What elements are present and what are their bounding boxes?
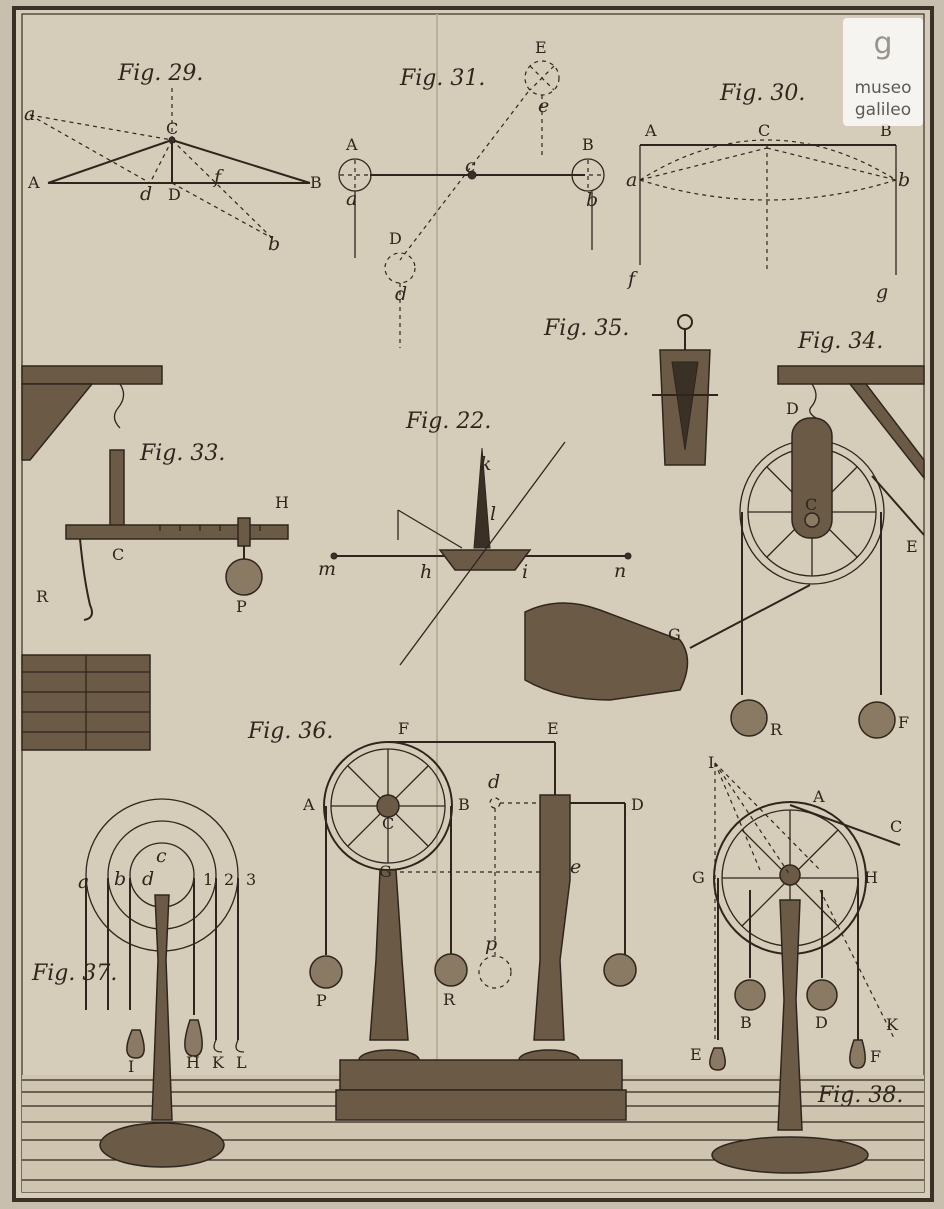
fig38-label-K: K: [886, 1015, 899, 1034]
fig38-label-E: E: [690, 1045, 702, 1064]
fig37-label-K: K: [212, 1053, 225, 1072]
fig31-label-a: a: [346, 188, 357, 210]
fig38-label-D: D: [815, 1013, 828, 1032]
fig31-label-d: d: [395, 283, 407, 305]
fig34-label-R: R: [770, 720, 783, 739]
fig22-label-k: k: [480, 453, 492, 475]
fig31-label-b: b: [586, 189, 598, 211]
fig33-label-P: P: [236, 597, 247, 616]
fig34-label-E: E: [906, 537, 918, 556]
fig31-label-e: e: [538, 95, 549, 117]
fig30-title: Fig. 30.: [719, 81, 805, 106]
fig33-label-H: H: [275, 493, 289, 512]
fig31-label-B: B: [582, 135, 594, 154]
fig30-label-g: g: [876, 281, 888, 303]
fig29-label-D: D: [168, 185, 181, 204]
fig22-label-m: m: [318, 558, 336, 580]
fig30-label-C: C: [758, 121, 770, 140]
fig33-title: Fig. 33.: [139, 441, 225, 466]
watermark-line-2: galileo: [854, 100, 912, 120]
museo-galileo-watermark: g museo galileo: [843, 18, 923, 126]
fig36-label-B: B: [458, 795, 470, 814]
figure-30: Fig. 30. A C B a b f g: [626, 81, 910, 303]
fig37-label-3: 3: [246, 870, 256, 889]
fig37-label-1: 1: [203, 870, 213, 889]
fig29-label-C: C: [166, 119, 178, 138]
figure-34: Fig. 34. D C E G R F: [524, 329, 925, 739]
fig29-label-f: f: [212, 166, 224, 188]
fig34-label-F: F: [898, 713, 909, 732]
fig31-label-D: D: [389, 229, 402, 248]
fig38-label-A: A: [812, 787, 825, 806]
fig37-label-a: a: [78, 871, 89, 893]
fig29-label-b: b: [268, 233, 280, 255]
fig37-label-2: 2: [224, 870, 234, 889]
fig36-label-D: D: [631, 795, 644, 814]
watermark-line-1: museo: [854, 78, 912, 98]
fig30-label-a: a: [626, 169, 637, 191]
fig22-label-n: n: [614, 560, 626, 582]
fig36-label-A: A: [302, 795, 315, 814]
fig38-label-G: G: [692, 868, 705, 887]
fig30-label-b: b: [898, 169, 910, 191]
fig38-label-I: I: [708, 753, 714, 772]
fig22-label-l: l: [490, 503, 496, 525]
fig30-label-A: A: [644, 121, 657, 140]
fig36-label-d: d: [488, 771, 500, 793]
fig38-label-F: F: [870, 1047, 881, 1066]
figure-31: Fig. 31. E e A B c a b D d: [338, 38, 605, 348]
fig34-title: Fig. 34.: [797, 329, 883, 354]
fig34-label-G: G: [668, 625, 681, 644]
fig36-label-G: G: [379, 862, 392, 881]
fig36-label-p: p: [485, 933, 497, 955]
figure-36: Fig. 36. F E d A B D: [247, 719, 644, 1121]
fig36-label-R: R: [443, 990, 456, 1009]
fig38-label-C: C: [890, 817, 902, 836]
figure-38: Fig. 38. I A C G H B D K E: [690, 753, 903, 1174]
fig36-label-P: P: [316, 991, 327, 1010]
fig36-title: Fig. 36.: [247, 719, 333, 744]
fig36-label-C: C: [382, 814, 394, 833]
fig33-label-R: R: [36, 587, 49, 606]
fig22-label-h: h: [420, 561, 432, 583]
figure-22: Fig. 22. k l m h i n: [318, 409, 632, 666]
fig29-label-d: d: [140, 183, 152, 205]
fig37-label-I: I: [128, 1057, 134, 1076]
fig30-label-f: f: [626, 268, 638, 290]
fig31-title: Fig. 31.: [399, 66, 485, 91]
fig38-label-B: B: [740, 1013, 752, 1032]
fig36-label-E: E: [547, 719, 559, 738]
fig34-label-D: D: [786, 399, 799, 418]
figure-37: Fig. 37. a b d c 1 2 3 I H K L: [31, 798, 256, 1168]
figure-29: Fig. 29. a C A d D f B b: [24, 61, 322, 255]
fig29-title: Fig. 29.: [117, 61, 203, 86]
fig30-label-B: B: [880, 121, 892, 140]
fig33-label-C: C: [112, 545, 124, 564]
figure-35: Fig. 35.: [543, 314, 718, 466]
fig31-label-c: c: [465, 155, 476, 177]
fig37-label-b: b: [114, 868, 126, 890]
fig22-title: Fig. 22.: [405, 409, 491, 434]
museo-galileo-logo-icon: g: [873, 26, 893, 61]
fig31-label-E: E: [535, 38, 547, 57]
figure-33: Fig. 33. H C R P: [21, 365, 289, 751]
fig29-label-a: a: [24, 103, 35, 125]
fig37-label-d: d: [142, 868, 154, 890]
fig31-label-A: A: [345, 135, 358, 154]
fig37-label-H: H: [186, 1053, 200, 1072]
fig37-title: Fig. 37.: [31, 961, 117, 986]
fig29-label-B: B: [310, 173, 322, 192]
fig37-label-c: c: [156, 845, 167, 867]
fig35-title: Fig. 35.: [543, 316, 629, 341]
fig36-label-F: F: [398, 719, 409, 738]
fig36-label-e: e: [570, 856, 581, 878]
fig22-label-i: i: [522, 561, 528, 583]
fig38-title: Fig. 38.: [817, 1083, 903, 1108]
fig37-label-L: L: [236, 1053, 247, 1072]
fig38-label-H: H: [864, 868, 878, 887]
fig29-label-A: A: [27, 173, 40, 192]
fig34-label-C: C: [805, 495, 817, 514]
